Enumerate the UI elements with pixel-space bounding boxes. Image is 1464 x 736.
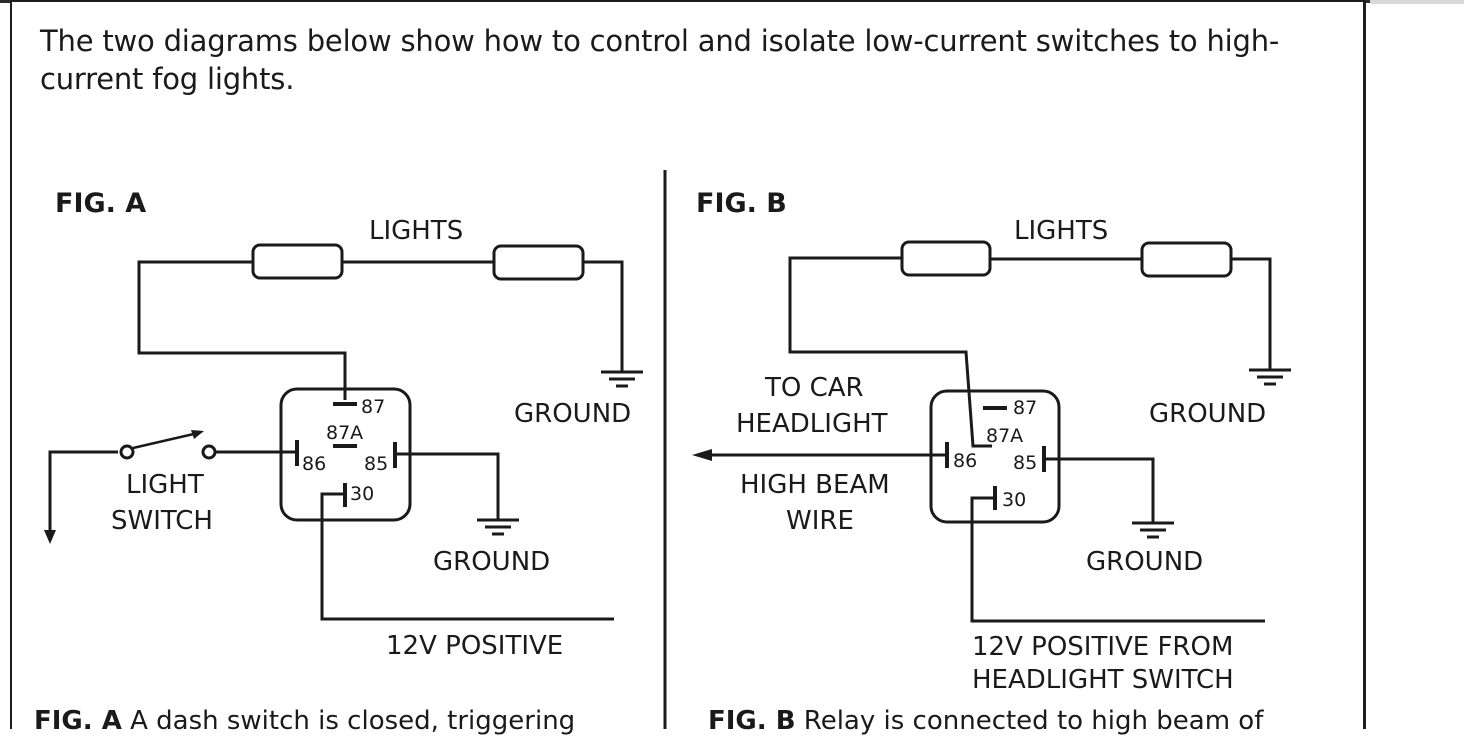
- figure-a-ground-top-icon: [601, 370, 643, 388]
- figure-b-light-1: [900, 240, 992, 277]
- figure-a-positive-label: 12V POSITIVE: [386, 631, 563, 661]
- figure-a-title: FIG. A: [55, 188, 146, 219]
- figure-a-ground-bottom-label: GROUND: [433, 547, 550, 577]
- figure-a-ground-bottom-icon: [477, 518, 519, 536]
- figure-b-positive-label-1: 12V POSITIVE FROM: [972, 632, 1233, 662]
- figure-b-ground-bottom-label: GROUND: [1086, 547, 1203, 577]
- intro-paragraph: The two diagrams below show how to contr…: [40, 24, 1280, 96]
- figure-b-highbeam-label-2: WIRE: [786, 506, 854, 536]
- figure-b-positive-label-2: HEADLIGHT SWITCH: [972, 665, 1234, 695]
- figure-b-arrow-left-icon: [692, 449, 712, 461]
- figure-a-wire-ground-top: [583, 260, 624, 371]
- figure-b-highbeam-label-1: HIGH BEAM: [740, 470, 890, 500]
- figure-b-pin-85-label: 85: [1013, 452, 1037, 474]
- figure-b-headlight-label-2: HEADLIGHT: [736, 409, 888, 439]
- figure-a-ground-top-label: GROUND: [514, 399, 631, 429]
- figure-a-pin-86-label: 86: [302, 453, 326, 475]
- figure-b-caption: FIG. B Relay is connected to high beam o…: [708, 706, 1263, 736]
- figure-b-wire-30: [970, 496, 1265, 623]
- figure-a-wire-switch-in: [48, 450, 118, 540]
- figure-b-wire-87a: [788, 256, 992, 448]
- figure-a-caption-text: A dash switch is closed, triggering: [130, 706, 576, 736]
- figure-b-wire-85: [1044, 457, 1155, 522]
- figure-b-lights-label: LIGHTS: [1014, 216, 1108, 246]
- figure-a-lights-label: LIGHTS: [369, 216, 463, 246]
- figure-b-ground-bottom-icon: [1132, 521, 1174, 539]
- figure-b-pin-87-label: 87: [1013, 397, 1037, 419]
- figure-a-switch-terminal-1: [119, 444, 135, 460]
- figure-b-ground-top-icon: [1249, 368, 1291, 386]
- figure-b-caption-text: Relay is connected to high beam of: [803, 706, 1264, 736]
- figure-a-switch-label-2: SWITCH: [111, 506, 213, 536]
- document-page: The two diagrams below show how to contr…: [10, 0, 1366, 729]
- figure-a-caption-bold: FIG. A: [34, 706, 122, 736]
- figure-b-pin-87a-label: 87A: [986, 425, 1023, 447]
- figure-a-light-2: [492, 244, 585, 281]
- figure-a-pin-85-label: 85: [364, 453, 388, 475]
- figure-a-pin-30-label: 30: [350, 483, 374, 505]
- scroll-area-top: [1370, 0, 1464, 4]
- figure-a-arrow-down-icon: [44, 530, 56, 544]
- figure-a-wire-30: [320, 492, 614, 621]
- figure-b-headlight-label-1: TO CAR: [764, 373, 864, 403]
- figure-a-switch-terminal-2: [201, 444, 217, 460]
- figure-a-switch-lever: [132, 431, 199, 450]
- figure-b-ground-top-label: GROUND: [1149, 399, 1266, 429]
- figure-b-title: FIG. B: [696, 188, 787, 219]
- figure-a-light-1: [251, 243, 344, 280]
- figure-a: FIG. A LIGHTS GROUND 87 87A 86 85 30: [44, 188, 643, 661]
- figure-a-switch-arrow-icon: [191, 430, 204, 439]
- figure-a-wire-85: [395, 452, 500, 519]
- figure-b-light-2: [1140, 241, 1233, 278]
- figure-a-pin-87a-label: 87A: [326, 422, 363, 444]
- figure-a-switch-label-1: LIGHT: [126, 470, 204, 500]
- figure-b-pin-86-label: 86: [953, 450, 977, 472]
- figure-a-caption: FIG. A A dash switch is closed, triggeri…: [34, 706, 575, 736]
- figure-b-pin-30-label: 30: [1002, 489, 1026, 511]
- figure-a-pin-87-label: 87: [361, 396, 385, 418]
- figure-b-caption-bold: FIG. B: [708, 706, 796, 736]
- figure-a-wire-87: [137, 260, 347, 400]
- figure-b-wire-ground-top: [1231, 257, 1272, 369]
- figure-b: FIG. B LIGHTS GROUND TO CAR HEADLIGHT 87…: [692, 188, 1291, 695]
